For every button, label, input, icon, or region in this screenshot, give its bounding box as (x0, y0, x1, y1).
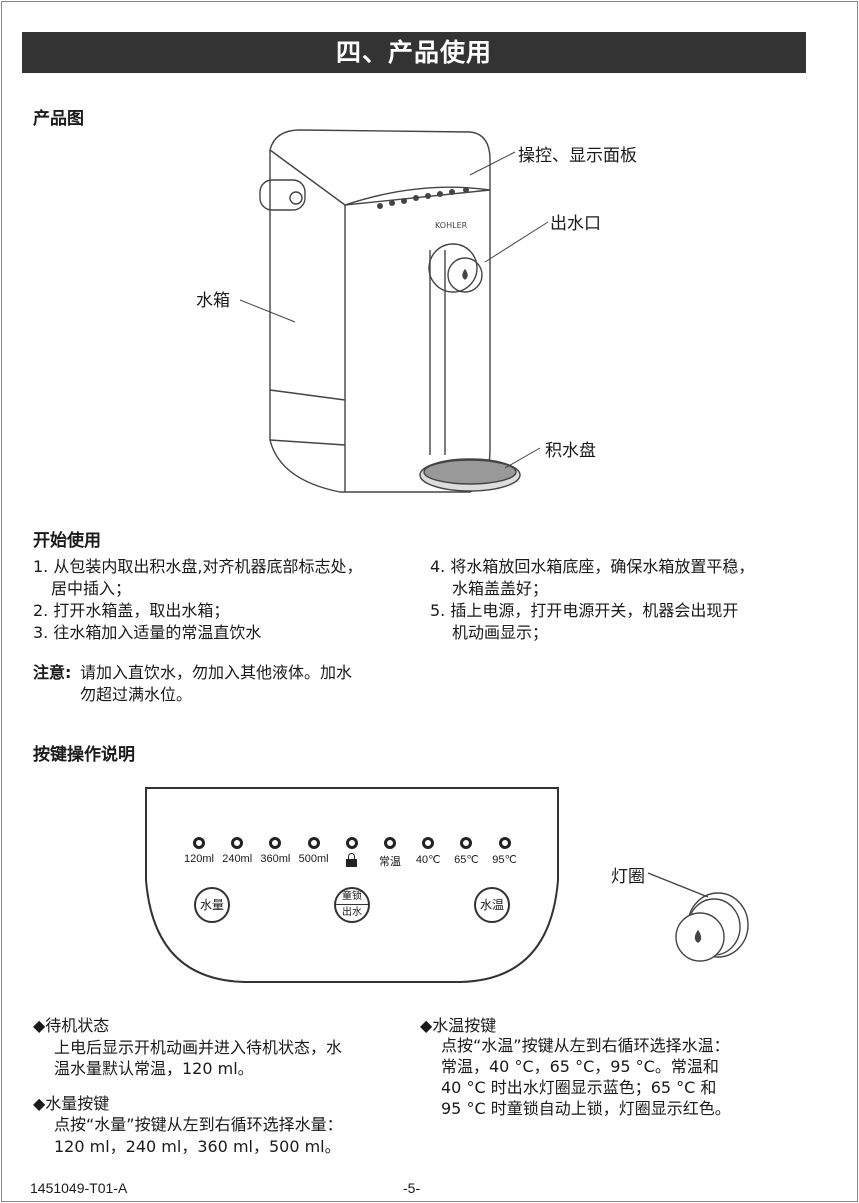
standby-title: ◆待机状态 (33, 1016, 110, 1035)
indicator-light (460, 837, 473, 849)
volume-title: ◆水量按键 (33, 1094, 110, 1113)
indicator-label: 40℃ (415, 854, 441, 866)
indicator-light (307, 837, 320, 849)
temperature-button-label: 水温 (479, 898, 504, 912)
document-code: 1451049-T01-A (30, 1180, 128, 1196)
note-text: 请加入直饮水，勿加入其他液体。加水 (80, 663, 353, 682)
page-number: -5- (403, 1180, 421, 1196)
product-heading: 产品图 (33, 109, 84, 129)
label-tank: 水箱 (196, 291, 230, 311)
indicator-light (269, 837, 282, 849)
step: 居中插入； (51, 579, 132, 598)
temp-text: 95 °C 时童锁自动上锁，灯圈显示红色。 (441, 1099, 731, 1118)
label-light-ring: 灯圈 (611, 867, 645, 887)
note-label: 注意: (33, 663, 72, 682)
section-title: 四、产品使用 (22, 32, 806, 73)
indicator-label: 500ml (298, 853, 329, 865)
light-ring-knob (647, 872, 749, 962)
indicator-light (345, 837, 358, 849)
leader-lines (239, 151, 549, 469)
indicator-light (193, 837, 205, 849)
temperature-button[interactable]: 水温 (474, 887, 510, 923)
dispense-label: 出水 (342, 907, 362, 918)
indicator-label: 常温 (379, 856, 401, 868)
brand-logo: KOHLER (435, 221, 468, 230)
temp-text: 点按“水温”按键从左到右循环选择水温： (441, 1036, 730, 1055)
indicator-light (422, 837, 435, 849)
indicator-label: 360ml (260, 853, 291, 865)
step: 5. 插上电源，打开电源开关，机器会出现开 (430, 601, 739, 620)
volume-text: 点按“水量”按键从左到右循环选择水量： (54, 1115, 343, 1134)
lock-icon (327, 853, 377, 870)
volume-button-label: 水量 (199, 898, 224, 912)
step: 2. 打开水箱盖，取出水箱； (33, 601, 230, 620)
indicator-light (384, 837, 396, 849)
temp-text: 常温，40 °C，65 °C，95 °C。常温和 (441, 1057, 719, 1076)
temp-title: ◆水温按键 (420, 1016, 497, 1035)
keys-heading: 按键操作说明 (33, 745, 135, 765)
control-panel-diagram (145, 787, 559, 983)
note-text: 勿超过满水位。 (80, 685, 193, 704)
indicator-label: 65℃ (454, 854, 479, 866)
step: 水箱盖盖好； (452, 579, 549, 598)
label-tray: 积水盘 (545, 441, 596, 461)
label-panel: 操控、显示面板 (518, 146, 637, 166)
standby-text: 温水量默认常温，120 ml。 (54, 1059, 254, 1078)
step: 1. 从包装内取出积水盘,对齐机器底部标志处， (33, 557, 363, 576)
indicator-light (498, 837, 511, 849)
label-outlet: 出水口 (550, 214, 601, 234)
indicator-label: 240ml (222, 853, 253, 865)
volume-text: 120 ml，240 ml，360 ml，500 ml。 (54, 1137, 341, 1156)
child-lock-dispense-button[interactable]: 童锁 出水 (334, 887, 370, 923)
temp-text: 40 °C 时出水灯圈显示蓝色；65 °C 和 (441, 1078, 717, 1097)
standby-text: 上电后显示开机动画并进入待机状态，水 (54, 1038, 343, 1057)
indicator-label: 120ml (184, 853, 214, 865)
lock-label: 童锁 (336, 889, 368, 905)
volume-button[interactable]: 水量 (194, 887, 230, 923)
step: 机动画显示； (452, 623, 549, 642)
indicator-label: 95℃ (492, 854, 517, 866)
step: 3. 往水箱加入适量的常温直饮水 (33, 623, 262, 642)
product-illustration: KOHLER (259, 129, 521, 493)
indicator-light (231, 837, 244, 849)
step: 4. 将水箱放回水箱底座，确保水箱放置平稳， (430, 557, 755, 576)
start-heading: 开始使用 (33, 531, 101, 551)
